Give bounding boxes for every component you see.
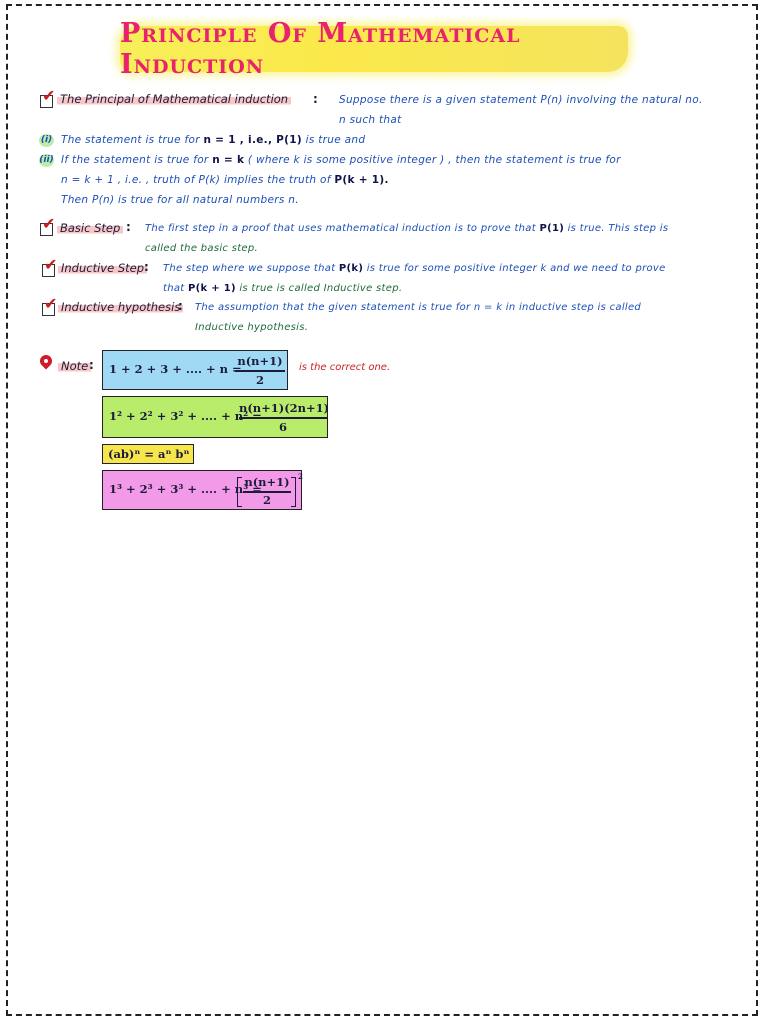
check-mark-icon: ✔ <box>44 294 58 313</box>
inductive-step-end: is true for some positive integer k and … <box>366 263 666 274</box>
basic-step-line1: The first step in a proof that uses math… <box>145 223 668 234</box>
item-ii-text: If the statement is true for n = k ( whe… <box>61 154 621 166</box>
item-i-text: The statement is true for n = 1 , i.e., … <box>61 134 365 146</box>
page-title: Principle Of Mathematical Induction <box>120 18 521 80</box>
basic-step-math: P(1) <box>539 223 565 234</box>
item-i-math: n = 1 , i.e., P(1) <box>203 134 302 146</box>
checkbox-icon <box>42 303 55 316</box>
formula1-denominator: 2 <box>255 373 264 387</box>
checkbox-icon <box>40 223 53 236</box>
colon: : <box>313 92 318 106</box>
formula4-numerator: n(n+1) <box>244 475 290 489</box>
principle-term: The Principal of Mathematical induction <box>57 92 292 106</box>
check-mark-icon: ✔ <box>44 255 58 274</box>
item-i-start: The statement is true for <box>61 134 200 146</box>
item-i-label: (i) <box>39 134 54 147</box>
formula-sum-squares: 1² + 2² + 3² + .... + n² = n(n+1)(2n+1) … <box>102 396 330 438</box>
formula1-fraction-bar <box>235 370 285 372</box>
inductive-step-line1: The step where we suppose that P(k) is t… <box>163 263 666 274</box>
inductive-step-math2: P(k + 1) <box>188 283 236 294</box>
colon: : <box>144 260 149 274</box>
inductive-step-called: is true is called Inductive step. <box>239 283 403 294</box>
inductive-hypothesis-line2: Inductive hypothesis. <box>195 322 309 333</box>
formula-sum-n: 1 + 2 + 3 + .... + n = n(n+1) 2 <box>102 350 288 390</box>
formula4-exponent: 2 <box>298 472 303 481</box>
colon: : <box>89 358 94 372</box>
formula2-numerator: n(n+1)(2n+1) <box>239 401 330 415</box>
formula3-text: (ab)ⁿ = aⁿ bⁿ <box>108 447 190 461</box>
item-ii-line2-text: n = k + 1 , i.e. , truth of P(k) implies… <box>61 174 331 186</box>
note-label: Note <box>58 359 92 373</box>
basic-step-text: The first step in a proof that uses math… <box>145 223 536 234</box>
inductive-step-line2: that P(k + 1) is true is called Inductiv… <box>163 283 402 294</box>
formula4-lhs: 1³ + 2³ + 3³ + .... + n³ = <box>109 482 262 496</box>
colon: : <box>126 220 131 234</box>
item-ii-line2: n = k + 1 , i.e. , truth of P(k) implies… <box>61 174 389 186</box>
item-i-end: is true and <box>305 134 366 146</box>
check-mark-icon: ✔ <box>42 214 56 233</box>
formula4-denominator: 2 <box>262 493 271 507</box>
check-mark-icon: ✔ <box>42 86 56 105</box>
pin-icon-dot <box>44 359 48 363</box>
page-border <box>6 4 758 1016</box>
item-ii-math1: n = k <box>212 154 245 166</box>
basic-step-end: is true. This step is <box>567 223 669 234</box>
basic-step-term: Basic Step <box>57 221 124 235</box>
formula2-denominator: 6 <box>278 420 287 434</box>
inductive-step-math1: P(k) <box>338 263 364 274</box>
formula-sum-cubes: 1³ + 2³ + 3³ + .... + n³ = n(n+1) 2 2 <box>102 470 303 510</box>
formula1-numerator: n(n+1) <box>237 354 283 368</box>
item-ii-b: ( where k is some positive integer ) , t… <box>247 154 621 166</box>
formula-power-product: (ab)ⁿ = aⁿ bⁿ <box>102 444 194 464</box>
item-ii-label: (ii) <box>39 154 54 167</box>
formula4-left-bracket <box>237 477 242 507</box>
colon: : <box>178 299 183 313</box>
item-ii-a: If the statement is true for <box>61 154 209 166</box>
inductive-hypothesis-term: Inductive hypothesis <box>58 300 184 314</box>
inductive-step-text: The step where we suppose that <box>163 263 336 274</box>
principle-conclusion: Then P(n) is true for all natural number… <box>61 194 299 206</box>
principle-line2: n such that <box>339 114 402 126</box>
item-ii-math2: P(k + 1). <box>334 174 389 186</box>
formula4-right-bracket <box>291 477 296 507</box>
formula2-fraction-bar <box>239 417 327 419</box>
formula1-lhs: 1 + 2 + 3 + .... + n = <box>109 362 242 376</box>
formula4-fraction-bar <box>243 491 291 493</box>
formula2-lhs: 1² + 2² + 3² + .... + n² = <box>109 409 262 423</box>
inductive-hypothesis-line1: The assumption that the given statement … <box>195 302 642 313</box>
correct-note: is the correct one. <box>299 362 391 373</box>
basic-step-line2: called the basic step. <box>145 243 259 254</box>
title-highlight: Principle Of Mathematical Induction <box>120 18 628 80</box>
inductive-step-term: Inductive Step <box>58 261 148 275</box>
inductive-step-that: that <box>163 283 185 294</box>
checkbox-icon <box>40 95 53 108</box>
principle-line1: Suppose there is a given statement P(n) … <box>339 94 703 106</box>
checkbox-icon <box>42 264 55 277</box>
